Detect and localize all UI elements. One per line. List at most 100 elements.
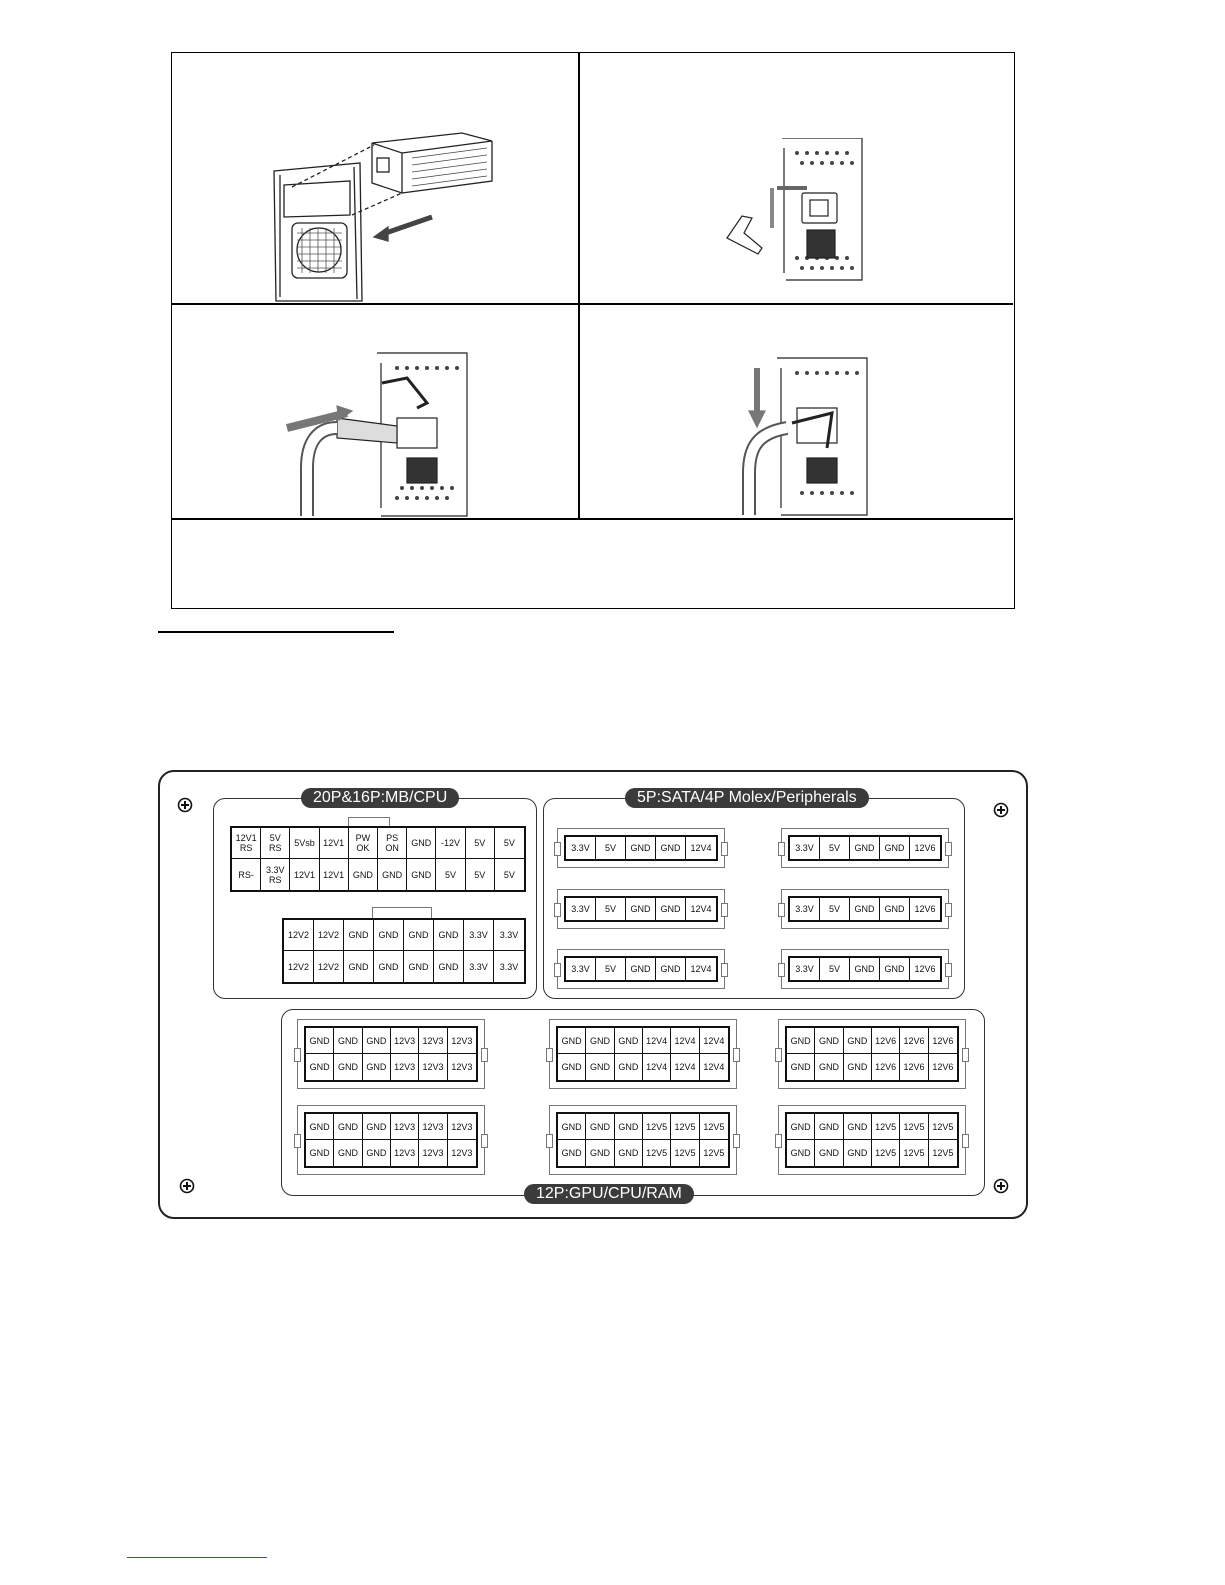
- connector-latch: [778, 963, 785, 977]
- connector-pin: GND: [374, 920, 404, 951]
- connector-pin: 5V: [466, 859, 495, 890]
- connector-latch: [372, 907, 432, 919]
- connector-pin: 5V: [596, 958, 626, 980]
- connector-pin: GND: [558, 1028, 587, 1054]
- connector-pin: 12V4: [690, 843, 712, 853]
- connector-pin: 12V3: [451, 1148, 473, 1158]
- connector-pin: 12V4: [671, 1028, 700, 1054]
- connector-pin: GND: [844, 1140, 872, 1166]
- connector-pin: GND: [407, 828, 437, 859]
- connector-pin: 12V6: [914, 843, 936, 853]
- connector-latch: [962, 1048, 969, 1062]
- grid-divider-vertical: [578, 53, 580, 518]
- connector-pin: GND: [656, 837, 686, 859]
- connector-pin: GND: [586, 1140, 615, 1166]
- connector-pin: GND: [615, 1054, 643, 1080]
- connector-pin: GND: [843, 1028, 872, 1054]
- connector-pin: GND: [626, 958, 656, 980]
- connector-pin: GND: [787, 1114, 816, 1140]
- connector-pin: GND: [586, 1114, 615, 1140]
- connector-pin: 12V3: [391, 1054, 420, 1080]
- grid-divider-horizontal-2: [172, 518, 1013, 520]
- connector-pin: GND: [850, 898, 880, 920]
- clip-lock-illustration: [742, 357, 868, 516]
- connector-pin: GND: [362, 1028, 391, 1054]
- connector-pin: 12V5: [900, 1140, 929, 1166]
- connector-pin: 3.3V RS: [261, 859, 291, 890]
- connector-pin: GND: [656, 958, 686, 980]
- connector-pin: 12V3: [419, 1054, 448, 1080]
- connector-pin: GND: [614, 1028, 643, 1054]
- connector-pin: GND: [363, 1140, 391, 1166]
- connector-pin: 12V5: [872, 1140, 901, 1166]
- connector-pin: GND: [349, 859, 378, 890]
- psu-insert-illustration: [273, 132, 493, 302]
- connector-latch: [778, 842, 785, 856]
- power-cable-insert-illustration: [286, 352, 468, 517]
- connector-pin: 5V: [820, 958, 850, 980]
- connector-latch: [733, 1134, 740, 1148]
- connector-pin: 3.3V: [499, 961, 519, 972]
- section-heading-underline: [158, 631, 394, 633]
- connector-pin: GND: [843, 1114, 872, 1140]
- connector-pin: GND: [334, 1028, 363, 1054]
- connector-latch: [721, 842, 728, 856]
- connector-pin: GND: [614, 1114, 643, 1140]
- connector-latch: [775, 1134, 782, 1148]
- connector-pin: 12V5: [643, 1114, 672, 1140]
- connector-pin: 12V4: [690, 964, 712, 974]
- connector-pin: 12V2: [314, 951, 344, 982]
- connector-latch: [481, 1048, 488, 1062]
- gpu-cpu-ram-label: 12P:GPU/CPU/RAM: [524, 1184, 694, 1204]
- connector-pin: GND: [626, 837, 656, 859]
- connector-pin: 12V3: [419, 1140, 448, 1166]
- connector-pin: 12V5: [671, 1114, 700, 1140]
- connector-pin: GND: [306, 1114, 335, 1140]
- connector-pin: 12V6: [900, 1028, 929, 1054]
- connector-latch: [775, 1048, 782, 1062]
- connector-pin: GND: [880, 958, 910, 980]
- connector-pin: 12V2: [284, 920, 314, 951]
- connector-latch: [554, 903, 561, 917]
- grid-divider-horizontal-1: [172, 303, 1013, 305]
- connector-pin: GND: [344, 920, 374, 951]
- connector-pin: GND: [656, 898, 686, 920]
- connector-pin: GND: [850, 958, 880, 980]
- connector-pin: GND: [334, 1140, 363, 1166]
- connector-pin: 12V3: [391, 1140, 420, 1166]
- connector-latch: [721, 903, 728, 917]
- connector-pin: 12V1: [320, 859, 349, 890]
- connector-pin: GND: [362, 1114, 391, 1140]
- connector-pin: GND: [815, 1054, 844, 1080]
- connector-pin: 12V3: [451, 1062, 473, 1072]
- connector-pin: 12V2: [314, 920, 344, 951]
- connector-pin: 5V RS: [261, 828, 291, 859]
- connector-pin: 12V6: [872, 1054, 901, 1080]
- connector-pin: GND: [558, 1114, 587, 1140]
- connector-pin: 12V5: [928, 1114, 957, 1140]
- connector-pin: 12V3: [419, 1114, 448, 1140]
- connector-pin: 12V5: [872, 1114, 901, 1140]
- connector-pin: GND: [434, 920, 464, 951]
- connector-pin: GND: [407, 859, 437, 890]
- connector-pin: 12V1: [290, 859, 320, 890]
- connector-pin: GND: [378, 859, 408, 890]
- connector-pin: GND: [306, 1054, 335, 1080]
- connector-pin: 12V5: [932, 1148, 954, 1158]
- connector-pin: GND: [434, 951, 464, 982]
- connector-pin: 12V5: [671, 1140, 700, 1166]
- connector-pin: GND: [787, 1140, 816, 1166]
- connector-pin: 12V4: [671, 1054, 700, 1080]
- connector-pin: 12V4: [690, 904, 712, 914]
- connector-pin: 12V6: [914, 964, 936, 974]
- rear-panel-clip-illustration: [726, 138, 863, 281]
